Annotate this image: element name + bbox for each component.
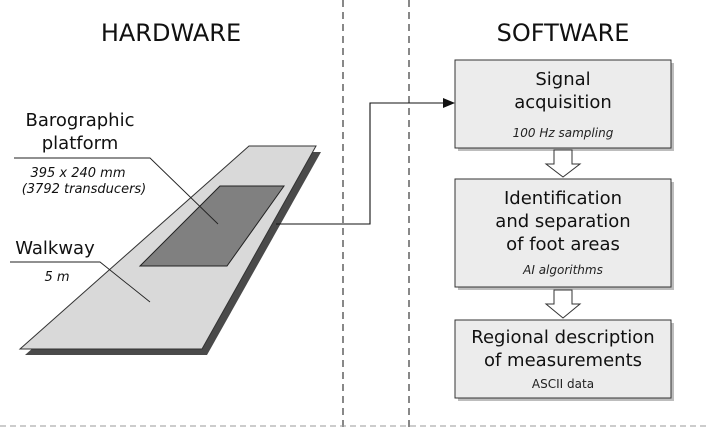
step-box-identification (454, 178, 672, 288)
platform-label-line1: Barographic (26, 110, 135, 131)
platform-label-line2: platform (42, 133, 118, 154)
step3-title-line2: of measurements (484, 350, 642, 371)
walkway-length: 5 m (44, 270, 69, 285)
step3-detail: ASCII data (532, 377, 594, 391)
flow-arrow-1-to-2 (544, 149, 582, 178)
walkway-label: Walkway (15, 238, 95, 259)
step-box-regional-description (454, 319, 672, 399)
step2-title-line2: and separation (495, 211, 630, 232)
walkway-leader-line (10, 261, 151, 303)
step2-title-line1: Identification (504, 188, 622, 209)
flow-arrow-2-to-3 (544, 289, 582, 319)
platform-leader-line (14, 157, 219, 225)
hardware-title: HARDWARE (101, 19, 241, 47)
platform-spec-size: 395 x 240 mm (30, 166, 125, 181)
step3-title-line1: Regional description (471, 327, 654, 348)
barographic-platform (138, 185, 285, 267)
step-box-signal-acquisition (454, 59, 672, 149)
platform-spec-transducers: (3792 transducers) (22, 182, 147, 197)
step2-detail: AI algorithms (522, 263, 603, 277)
step1-title-line1: Signal (535, 69, 590, 90)
software-title: SOFTWARE (497, 19, 630, 47)
step1-title-line2: acquisition (514, 92, 612, 113)
step2-title-line3: of foot areas (506, 234, 620, 255)
platform-to-software-arrow (276, 98, 455, 225)
step1-detail: 100 Hz sampling (513, 126, 614, 140)
